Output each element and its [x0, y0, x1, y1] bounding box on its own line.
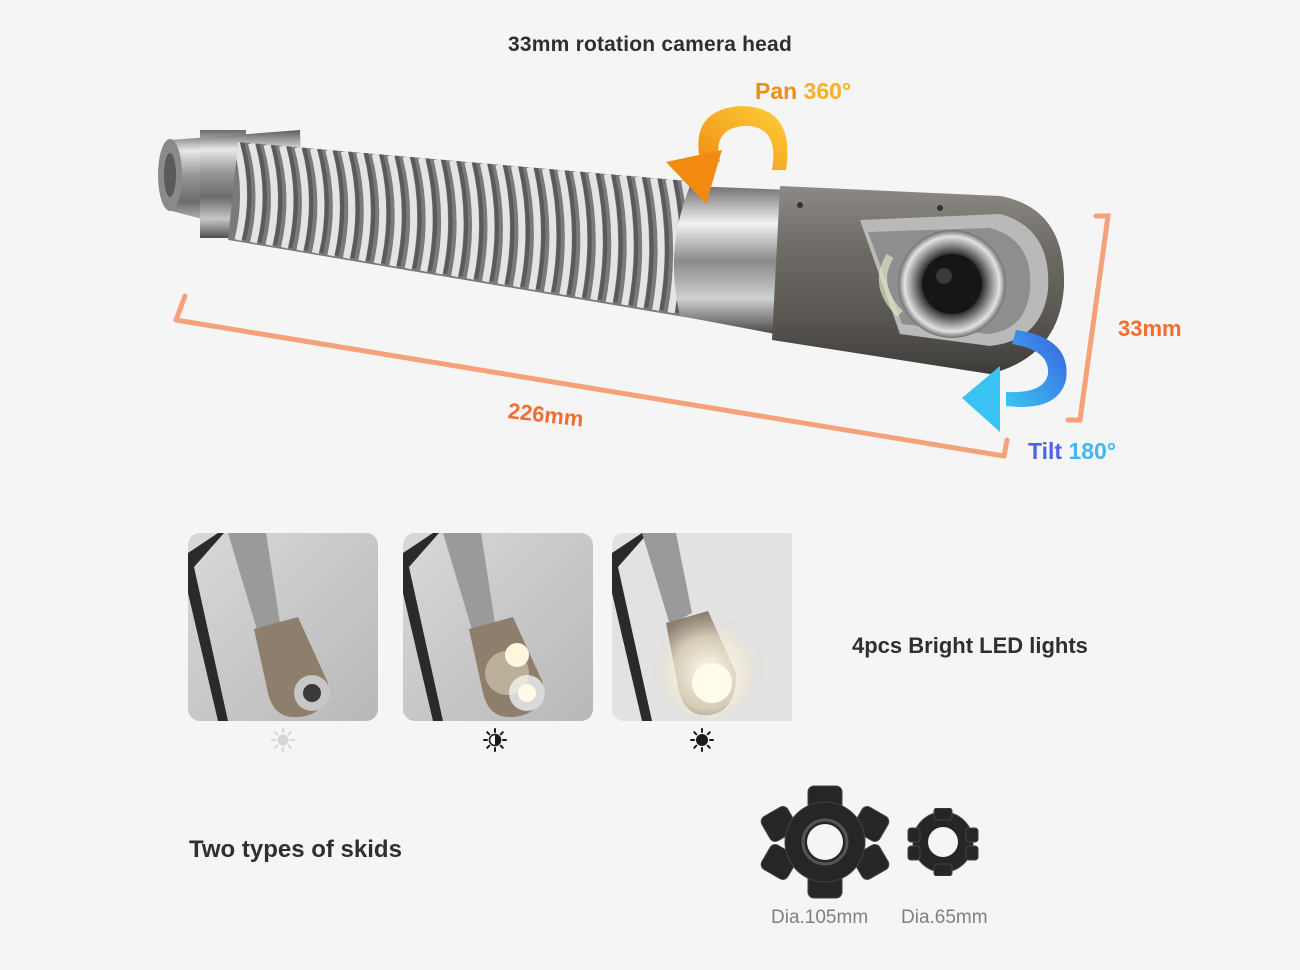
- spring-coil-shadow: [348, 150, 360, 259]
- spring-coil: [294, 146, 309, 252]
- led-thumbnail-bright: [612, 533, 802, 721]
- spring-coil-shadow: [472, 161, 484, 280]
- spring-coil: [433, 158, 449, 275]
- spring-coil-shadow: [410, 156, 422, 270]
- spring-coil: [557, 169, 572, 296]
- diameter-dimension: [1065, 213, 1111, 423]
- tilt-label-prefix: Tilt: [1028, 438, 1069, 464]
- spring-coil: [526, 166, 541, 291]
- spring-coil: [248, 142, 263, 244]
- spring-coil: [495, 163, 510, 285]
- spring-coil: [309, 147, 325, 254]
- spring-coil-shadow: [456, 160, 469, 277]
- spring-coil: [449, 159, 464, 278]
- spring-coil-shadow: [518, 165, 530, 288]
- tilt-label-value: 180°: [1068, 438, 1117, 464]
- spring-coil-shadow: [394, 154, 407, 267]
- spring-coil-shadow: [255, 142, 268, 244]
- spring-coil: [263, 143, 278, 247]
- spring-coil-shadow: [533, 166, 546, 290]
- skids-label: Two types of skids: [189, 836, 402, 863]
- spring-coil-shadow: [317, 148, 329, 254]
- pan-label-value: 360°: [803, 78, 852, 104]
- spring-coil-shadow: [441, 158, 453, 275]
- spring-coil-shadow: [271, 144, 283, 246]
- spring-coil: [387, 154, 402, 267]
- spring-coil: [634, 175, 650, 309]
- spring-coil: [480, 162, 495, 283]
- led-thumbnail-medium: [403, 533, 593, 721]
- pan-label-prefix: Pan: [755, 78, 804, 104]
- spring-coil-shadow: [240, 142, 252, 241]
- small-skid-image: [907, 808, 979, 876]
- camera-head-illustration: [158, 106, 1111, 459]
- front-collar: [673, 186, 790, 336]
- spring-coil: [371, 153, 387, 265]
- spring-coil-shadow: [595, 172, 608, 301]
- tilt-label: Tilt 180°: [1028, 438, 1116, 465]
- spring-coil: [464, 161, 480, 280]
- spring-coil: [356, 151, 371, 262]
- spring-coils: [232, 142, 700, 318]
- spring-coil: [572, 170, 588, 298]
- spring-coil: [510, 165, 526, 288]
- led-thumbnail-off: [188, 533, 378, 721]
- spring-coil: [619, 174, 634, 306]
- spring-coil-shadow: [611, 173, 623, 303]
- spring-coil-shadow: [549, 168, 561, 293]
- spring-coil: [325, 149, 340, 257]
- spring-coil: [603, 173, 619, 304]
- spring-coil: [588, 171, 603, 301]
- spring-coil-shadow: [363, 152, 376, 262]
- brightness-low-icon: [271, 728, 295, 752]
- spring-coil-shadow: [580, 170, 592, 298]
- spring-coil-shadow: [301, 146, 314, 251]
- camera-head-body: [772, 186, 1065, 374]
- small-skid-caption: Dia.65mm: [901, 907, 988, 928]
- spring-coil-shadow: [379, 153, 391, 264]
- spring-coil-shadow: [487, 162, 500, 282]
- brightness-high-icon: [690, 728, 714, 752]
- spring-coil-shadow: [626, 174, 639, 306]
- diameter-label: 33mm: [1118, 316, 1182, 341]
- spring-coil: [279, 145, 294, 249]
- spring-coil-shadow: [657, 177, 670, 311]
- brightness-medium-icon: [483, 728, 507, 752]
- tilt-arrow-icon: [962, 330, 1067, 432]
- length-dimension: [173, 293, 1010, 459]
- spring-coil-shadow: [425, 157, 438, 272]
- large-skid-image: [760, 785, 890, 899]
- spring-coil: [418, 157, 433, 272]
- spring-coil: [340, 150, 356, 259]
- led-lights-label: 4pcs Bright LED lights: [852, 633, 1088, 658]
- spring-coil-shadow: [502, 164, 515, 285]
- spring-coil: [650, 177, 665, 311]
- page-title: 33mm rotation camera head: [508, 33, 792, 56]
- spring-coil: [541, 167, 557, 293]
- spring-coil-shadow: [286, 145, 298, 249]
- spring-coil: [402, 155, 418, 270]
- large-skid-caption: Dia.105mm: [771, 907, 869, 928]
- spring-coil-shadow: [332, 149, 345, 257]
- spring-coil-shadow: [642, 176, 654, 308]
- spring-coil-shadow: [564, 169, 577, 295]
- pan-arrow-icon: [666, 106, 788, 204]
- pan-label: Pan 360°: [755, 78, 851, 105]
- spring-coil: [232, 142, 248, 241]
